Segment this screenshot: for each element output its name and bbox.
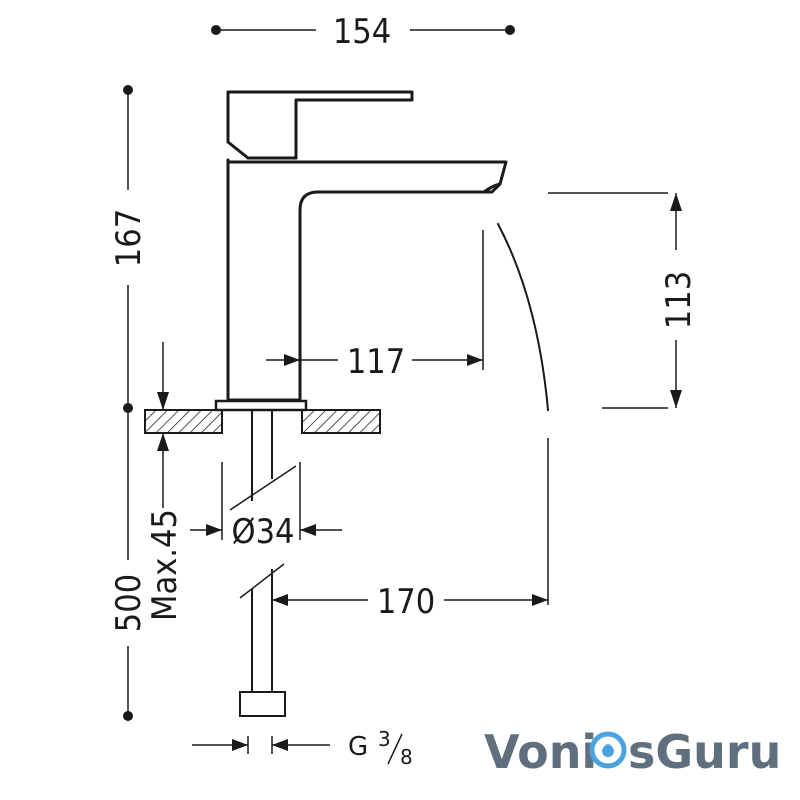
arrowhead: [272, 739, 288, 751]
dimension-max-thickness: Max.45: [145, 342, 185, 621]
dimension-label-diameter: Ø34: [232, 512, 295, 552]
arrowhead: [232, 739, 248, 751]
supply-hose: [229, 409, 297, 717]
arrowhead: [272, 594, 288, 606]
arrowhead: [157, 392, 169, 410]
base-plate: [214, 399, 308, 412]
counter-right: [301, 409, 381, 434]
logo-text-part1: Voni: [484, 725, 597, 779]
water-stream: [496, 222, 550, 605]
arrowhead: [670, 390, 682, 408]
arrowhead: [284, 354, 300, 366]
arrowhead: [157, 433, 169, 451]
dimension-base-diameter: Ø34: [190, 462, 342, 552]
arrowhead: [467, 354, 483, 366]
counter-left: [144, 409, 223, 434]
dimension-label-thread-denominator: 8: [400, 745, 413, 769]
arrowhead: [670, 193, 682, 211]
dimension-label-thread: G: [348, 732, 368, 762]
dimension-spout-reach: 117: [266, 230, 484, 382]
dimension-width-top: 154: [211, 12, 515, 52]
counter-top: [144, 399, 381, 434]
dimension-height-left: 167 500: [109, 85, 149, 721]
dimension-label-height: 167: [109, 209, 149, 267]
hose-fitting: [239, 691, 286, 717]
arrowhead: [300, 524, 316, 536]
dimension-label-spout-reach: 117: [347, 342, 405, 382]
dimension-label-spout-height: 113: [659, 271, 699, 329]
dimension-label-stream-reach: 170: [377, 582, 435, 622]
dimension-label-width: 154: [333, 12, 391, 52]
dimension-thread: G 3 8: [192, 727, 413, 769]
dimension-label-hose-length: 500: [109, 574, 149, 632]
arrowhead: [532, 594, 548, 606]
dimension-spout-height: 113: [548, 192, 699, 409]
dimension-label-thread-numerator: 3: [378, 727, 391, 751]
logo-text-part2: sGuru: [628, 725, 781, 779]
faucet-body: [226, 90, 508, 402]
dimension-stream-reach: 170: [272, 582, 548, 622]
arrowhead: [206, 524, 222, 536]
dimension-label-max-thickness: Max.45: [145, 509, 185, 621]
water-drop-icon: [589, 731, 627, 769]
voniosguru-logo: Voni sGuru: [484, 725, 781, 779]
